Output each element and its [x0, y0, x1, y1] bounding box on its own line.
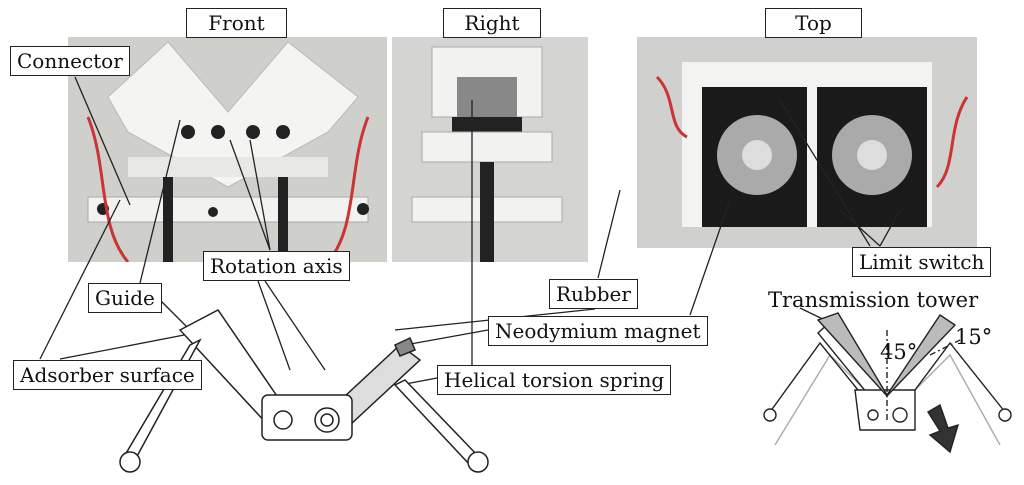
- view-label-right: Right: [443, 8, 541, 38]
- view-label-front: Front: [186, 8, 287, 38]
- label-rotation-axis: Rotation axis: [203, 251, 350, 281]
- top-photo-sketch: [637, 37, 977, 248]
- right-photo-sketch: [392, 37, 588, 262]
- angle-15: 15°: [955, 325, 993, 349]
- label-neodymium-magnet: Neodymium magnet: [488, 316, 708, 346]
- front-photo: [68, 37, 387, 262]
- right-photo: [392, 37, 588, 262]
- view-label-top: Top: [765, 8, 862, 38]
- label-adsorber-surface: Adsorber surface: [13, 360, 202, 390]
- tower-drawing: [763, 312, 1012, 454]
- angle-45: 45°: [880, 340, 918, 364]
- top-photo: [637, 37, 977, 248]
- label-transmission-tower: Transmission tower: [768, 288, 979, 312]
- mechanism-drawing: [119, 309, 489, 473]
- label-helical-torsion-spring: Helical torsion spring: [437, 365, 672, 395]
- label-guide: Guide: [88, 283, 162, 313]
- label-connector: Connector: [10, 46, 130, 76]
- label-limit-switch: Limit switch: [852, 247, 992, 277]
- label-rubber: Rubber: [549, 279, 638, 309]
